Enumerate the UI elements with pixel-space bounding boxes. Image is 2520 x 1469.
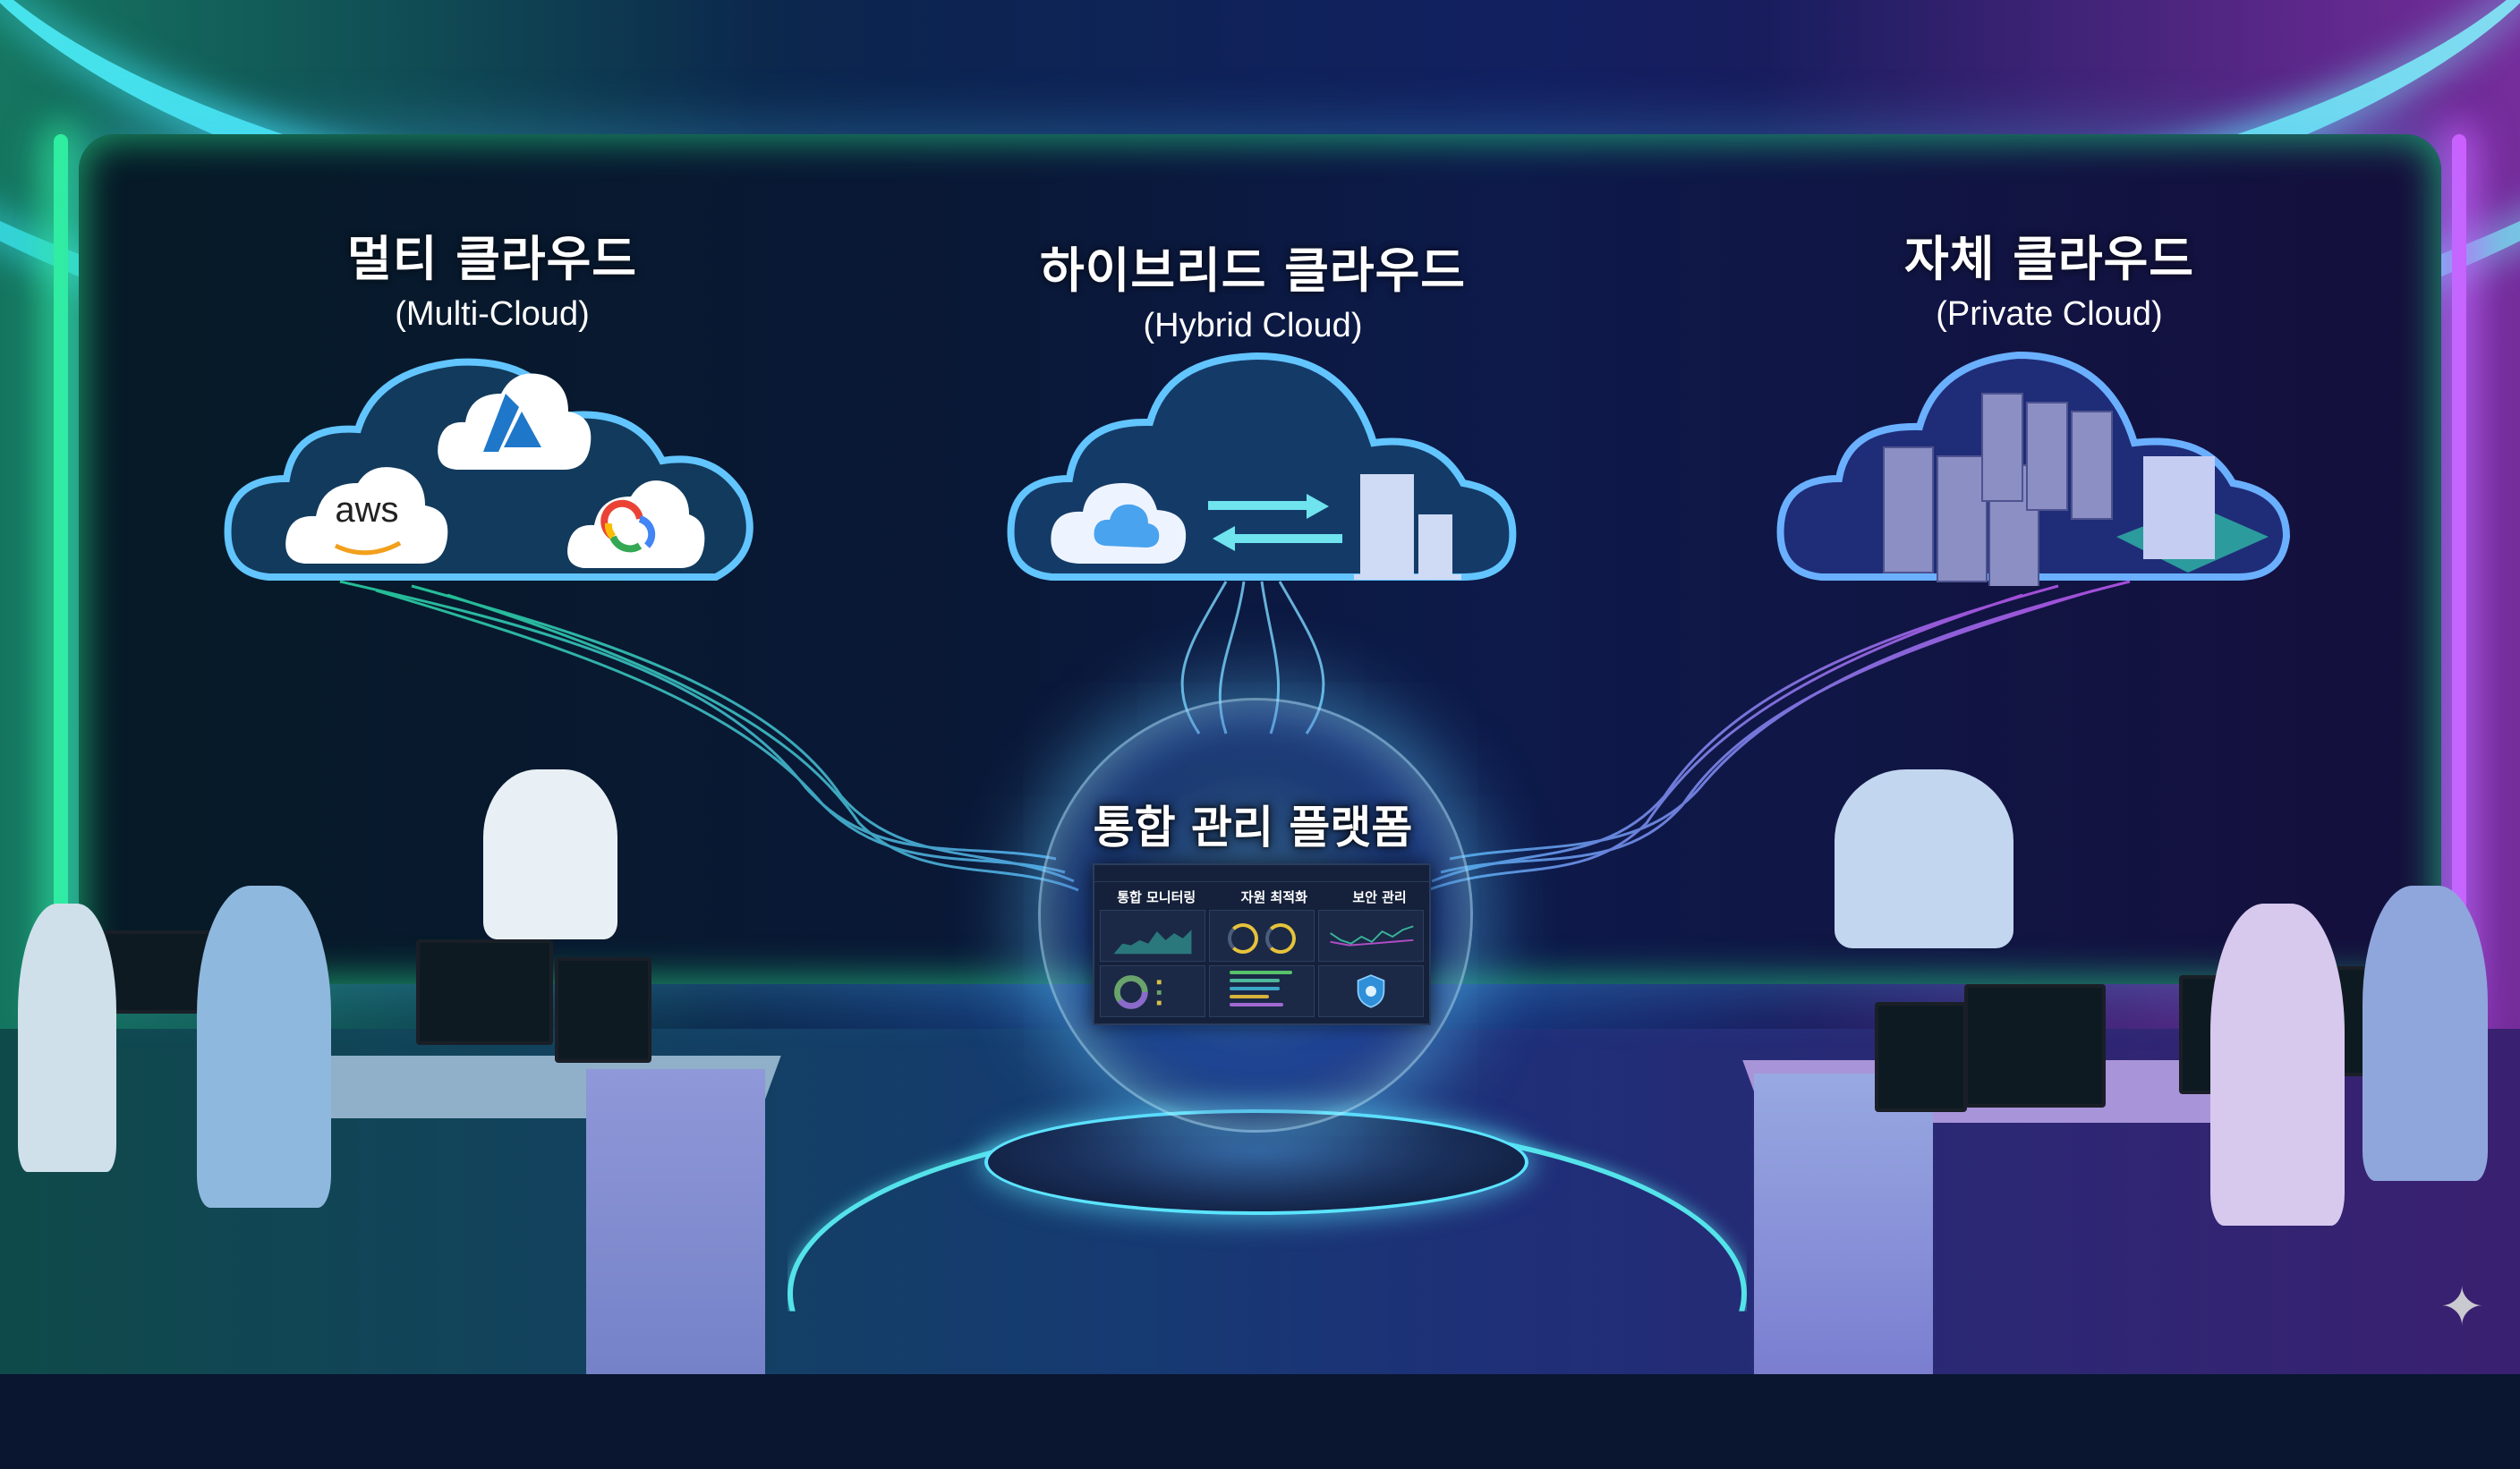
left-monitor <box>416 939 553 1045</box>
security-shield <box>1318 965 1424 1017</box>
platform-title: 통합 관리 플랫폼 <box>1093 802 1413 853</box>
multi-cloud-subtitle: (Multi-Cloud) <box>395 295 590 333</box>
azure-logo-icon <box>434 362 595 474</box>
hybrid-cloud-title: 하이브리드 클라우드 <box>1040 242 1466 299</box>
platform-dashboard: 통합 모니터링 자원 최적화 보안 관리 <box>1093 863 1431 1025</box>
private-cloud-heading: 자체 클라우드 (Private Cloud) <box>1861 219 2237 334</box>
hybrid-cloud-icon <box>998 349 1526 586</box>
right-monitor <box>1964 984 2106 1108</box>
resource-bar-list <box>1209 965 1315 1017</box>
header-security-management: 보안 관리 <box>1352 889 1407 905</box>
right-neon-edge <box>2452 134 2466 1029</box>
hologram-pedestal <box>984 1109 1528 1215</box>
google-cloud-logo-icon <box>564 474 707 573</box>
right-monitor <box>1875 1002 1967 1112</box>
multi-cloud-title: 멀티 클라우드 <box>347 231 637 287</box>
operator-person <box>2362 886 2488 1181</box>
security-line-chart <box>1318 910 1424 962</box>
header-integrated-monitoring: 통합 모니터링 <box>1117 889 1196 905</box>
operator-person <box>18 904 116 1172</box>
dashboard-panels <box>1094 906 1429 1021</box>
private-cloud-icon <box>1767 344 2322 591</box>
right-desk-panel <box>1754 1074 1933 1374</box>
dashboard-headers: 통합 모니터링 자원 최적화 보안 관리 <box>1094 887 1429 906</box>
operator-person <box>197 886 331 1208</box>
private-cloud-subtitle: (Private Cloud) <box>1936 295 2163 333</box>
header-resource-optimization: 자원 최적화 <box>1240 889 1307 905</box>
dashboard-titlebar <box>1094 865 1429 882</box>
aws-label: aws <box>335 489 399 530</box>
hybrid-cloud-heading: 하이브리드 클라우드 (Hybrid Cloud) <box>1020 231 1486 345</box>
private-cloud-title: 자체 클라우드 <box>1904 231 2194 287</box>
shield-icon <box>1357 974 1385 1008</box>
standing-person-presenter <box>1835 769 2013 948</box>
sparkle-icon: ✦ <box>2439 1276 2485 1338</box>
aws-logo-icon: aws <box>282 461 452 568</box>
optimization-gauges <box>1209 910 1315 962</box>
standing-person-tablet <box>483 769 617 939</box>
operator-person <box>2210 904 2345 1226</box>
left-monitor <box>555 957 651 1063</box>
multi-cloud-heading: 멀티 클라우드 (Multi-Cloud) <box>295 219 689 334</box>
left-neon-edge <box>54 134 68 1029</box>
gauge-ring <box>1228 923 1258 954</box>
monitoring-line-chart <box>1100 910 1205 962</box>
gauge-ring <box>1265 923 1296 954</box>
control-room-scene: 멀티 클라우드 (Multi-Cloud) 하이브리드 클라우드 (Hybrid… <box>0 0 2520 1374</box>
donut-chart <box>1100 965 1205 1017</box>
hybrid-cloud-subtitle: (Hybrid Cloud) <box>1143 307 1363 344</box>
left-desk-panel <box>586 1069 765 1374</box>
